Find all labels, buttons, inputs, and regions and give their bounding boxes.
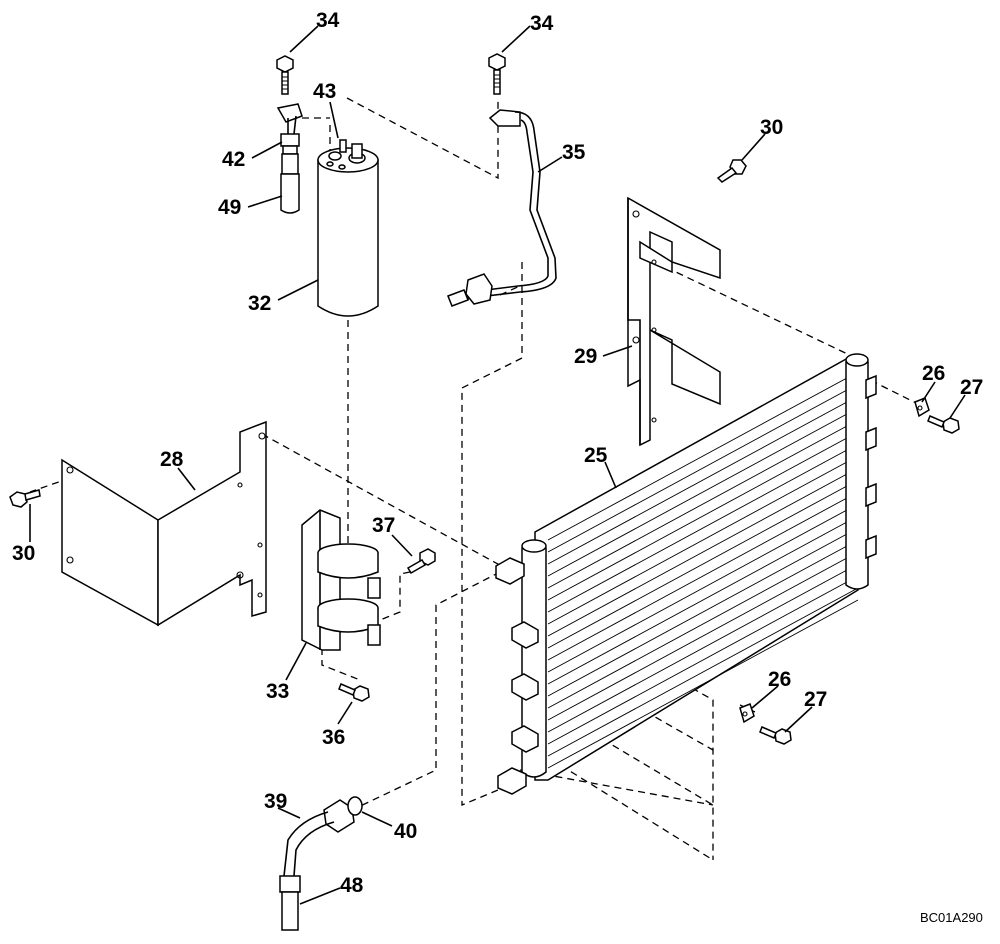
callout-25: 25	[584, 444, 608, 467]
callout-43: 43	[313, 80, 336, 103]
pipe-35	[447, 109, 557, 307]
leader-lines	[29, 25, 966, 905]
callout-34-right: 34	[530, 12, 554, 35]
washer-26-bottom	[739, 703, 755, 724]
callout-49: 49	[218, 196, 241, 219]
callout-26-top: 26	[922, 362, 945, 385]
callout-32: 32	[248, 292, 271, 315]
bolt-37	[406, 548, 436, 575]
bolt-27-top	[927, 415, 960, 434]
callout-40: 40	[394, 820, 417, 843]
callout-30-top: 30	[760, 116, 783, 139]
pressure-switch-43	[339, 139, 347, 153]
condenser-fins	[547, 371, 859, 769]
bolt-34-right	[488, 53, 506, 95]
clamp-bracket-33	[301, 509, 381, 651]
callout-34-left: 34	[316, 9, 340, 32]
bracket-29	[627, 196, 721, 447]
bolt-30-left	[9, 489, 41, 508]
o-ring-40	[347, 796, 363, 816]
callout-36: 36	[322, 726, 345, 749]
callout-28: 28	[160, 448, 184, 471]
bolt-34-left	[276, 55, 294, 95]
condenser-25	[495, 353, 877, 795]
callout-48: 48	[340, 874, 364, 897]
callout-27-top: 27	[960, 376, 983, 399]
bolt-36	[338, 683, 370, 702]
hose-39-48	[279, 799, 355, 931]
callouts: 34 34 43 42 49 32 35 30 29 26 27 25 28 3…	[12, 9, 983, 897]
callout-35: 35	[562, 141, 586, 164]
receiver-dryer-32	[317, 143, 379, 317]
hose-42-49	[276, 103, 303, 214]
callout-39: 39	[264, 790, 287, 813]
callout-42: 42	[222, 148, 245, 171]
callout-37: 37	[372, 514, 395, 537]
washer-26-top	[914, 397, 930, 418]
callout-33: 33	[266, 680, 289, 703]
drawing-code: BC01A290	[920, 910, 983, 925]
bolt-30-top	[716, 159, 747, 183]
callout-29: 29	[574, 345, 597, 368]
callout-27-bottom: 27	[804, 688, 827, 711]
callout-26-bottom: 26	[768, 668, 791, 691]
bolt-27-bottom	[759, 726, 792, 745]
bracket-28	[61, 420, 267, 627]
callout-30-left: 30	[12, 542, 35, 565]
